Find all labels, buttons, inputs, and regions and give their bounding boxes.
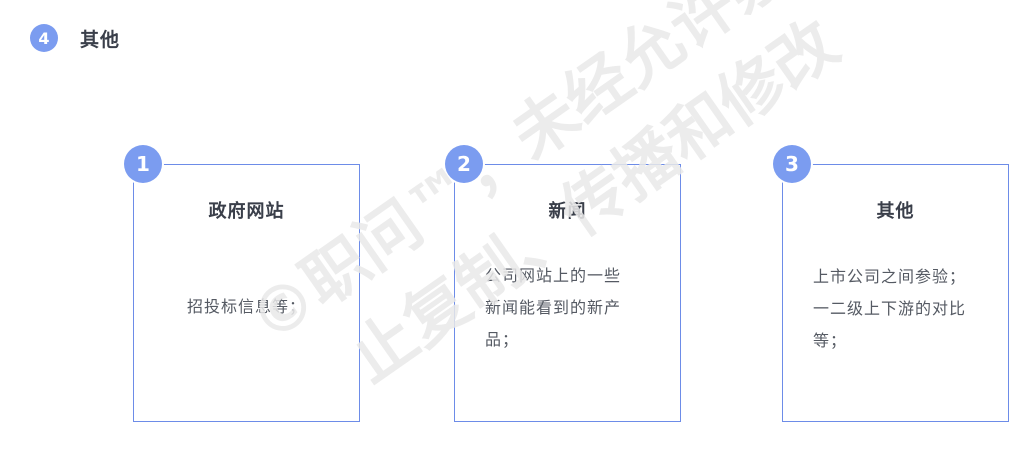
card-number-badge: 2 — [445, 145, 483, 183]
card-description-line: 一二级上下游的对比 — [813, 299, 967, 318]
card-title: 政府网站 — [208, 201, 285, 222]
card-description-line: 新闻能看到的新产 — [485, 298, 622, 317]
card-description-line: 等； — [813, 331, 848, 350]
card-title: 其他 — [876, 201, 915, 222]
section-title: 其他 — [80, 28, 121, 51]
card-number-badge: 3 — [773, 145, 811, 183]
card-description: 招投标信息等； — [134, 291, 359, 323]
card-description: 公司网站上的一些 新闻能看到的新产 品； — [485, 260, 658, 356]
section-number-badge: 4 — [30, 24, 58, 52]
card-government-websites: 1 政府网站 招投标信息等； — [124, 145, 360, 422]
card-other: 3 其他 上市公司之间参验； 一二级上下游的对比 等； — [773, 145, 1009, 422]
section-header: 4 其他 — [30, 24, 120, 52]
card-number-badge: 1 — [124, 145, 162, 183]
card-news: 2 新闻 公司网站上的一些 新闻能看到的新产 品； — [445, 145, 681, 422]
card-description-line: 招投标信息等； — [186, 297, 306, 316]
card-description: 上市公司之间参验； 一二级上下游的对比 等； — [813, 261, 986, 357]
card-title: 新闻 — [548, 201, 587, 222]
card-description-line: 公司网站上的一些 — [485, 266, 622, 285]
card-description-line: 上市公司之间参验； — [813, 267, 967, 286]
card-description-line: 品； — [485, 330, 520, 349]
